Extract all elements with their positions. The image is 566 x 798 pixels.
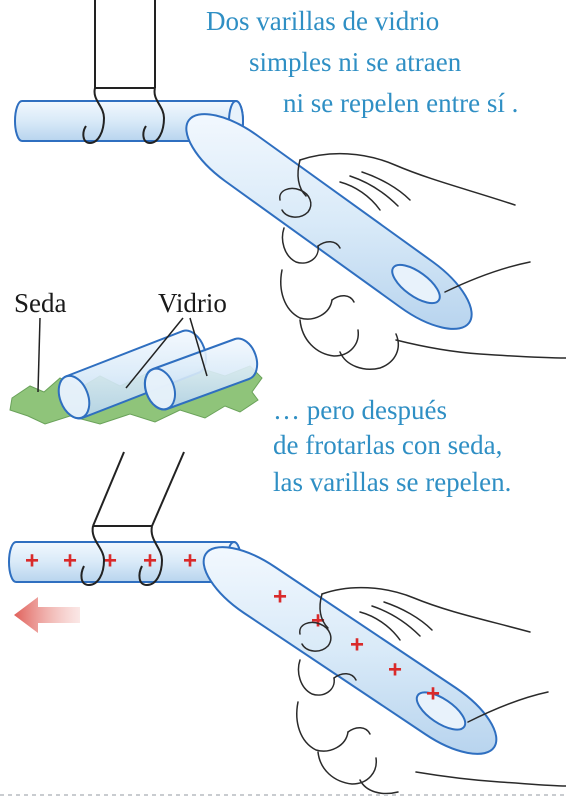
hanging-rod-charge-2: + [63,548,77,575]
hanging-rod-charge-5: + [183,548,197,575]
caption-top-line-1: Dos varillas de vidrio [206,8,439,35]
label-glass: Vidrio [158,290,227,317]
top-support-strings [95,0,155,88]
hand-rod-charge-3: + [350,632,364,659]
top-hand-rod [186,114,471,329]
label-silk: Seda [14,290,66,317]
caption-bottom-line-3: las varillas se repelen. [273,469,511,496]
caption-bottom-line-1: … pero después [273,397,447,424]
caption-bottom-line-2: de frotarlas con seda, [273,432,502,459]
hand-rod-charge-1: + [273,584,287,611]
caption-top-line-2: simples ni se atraen [249,49,461,76]
hanging-rod-charge-1: + [25,548,39,575]
hanging-rod-charge-4: + [143,548,157,575]
hand-rod-charge-4: + [388,657,402,684]
caption-top-line-3: ni se repelen entre sí . [283,90,518,117]
repulsion-arrow [14,597,80,633]
hand-rod-charge-5: + [426,681,440,708]
bottom-support-strings [93,452,184,526]
hanging-rod-charge-3: + [103,548,117,575]
